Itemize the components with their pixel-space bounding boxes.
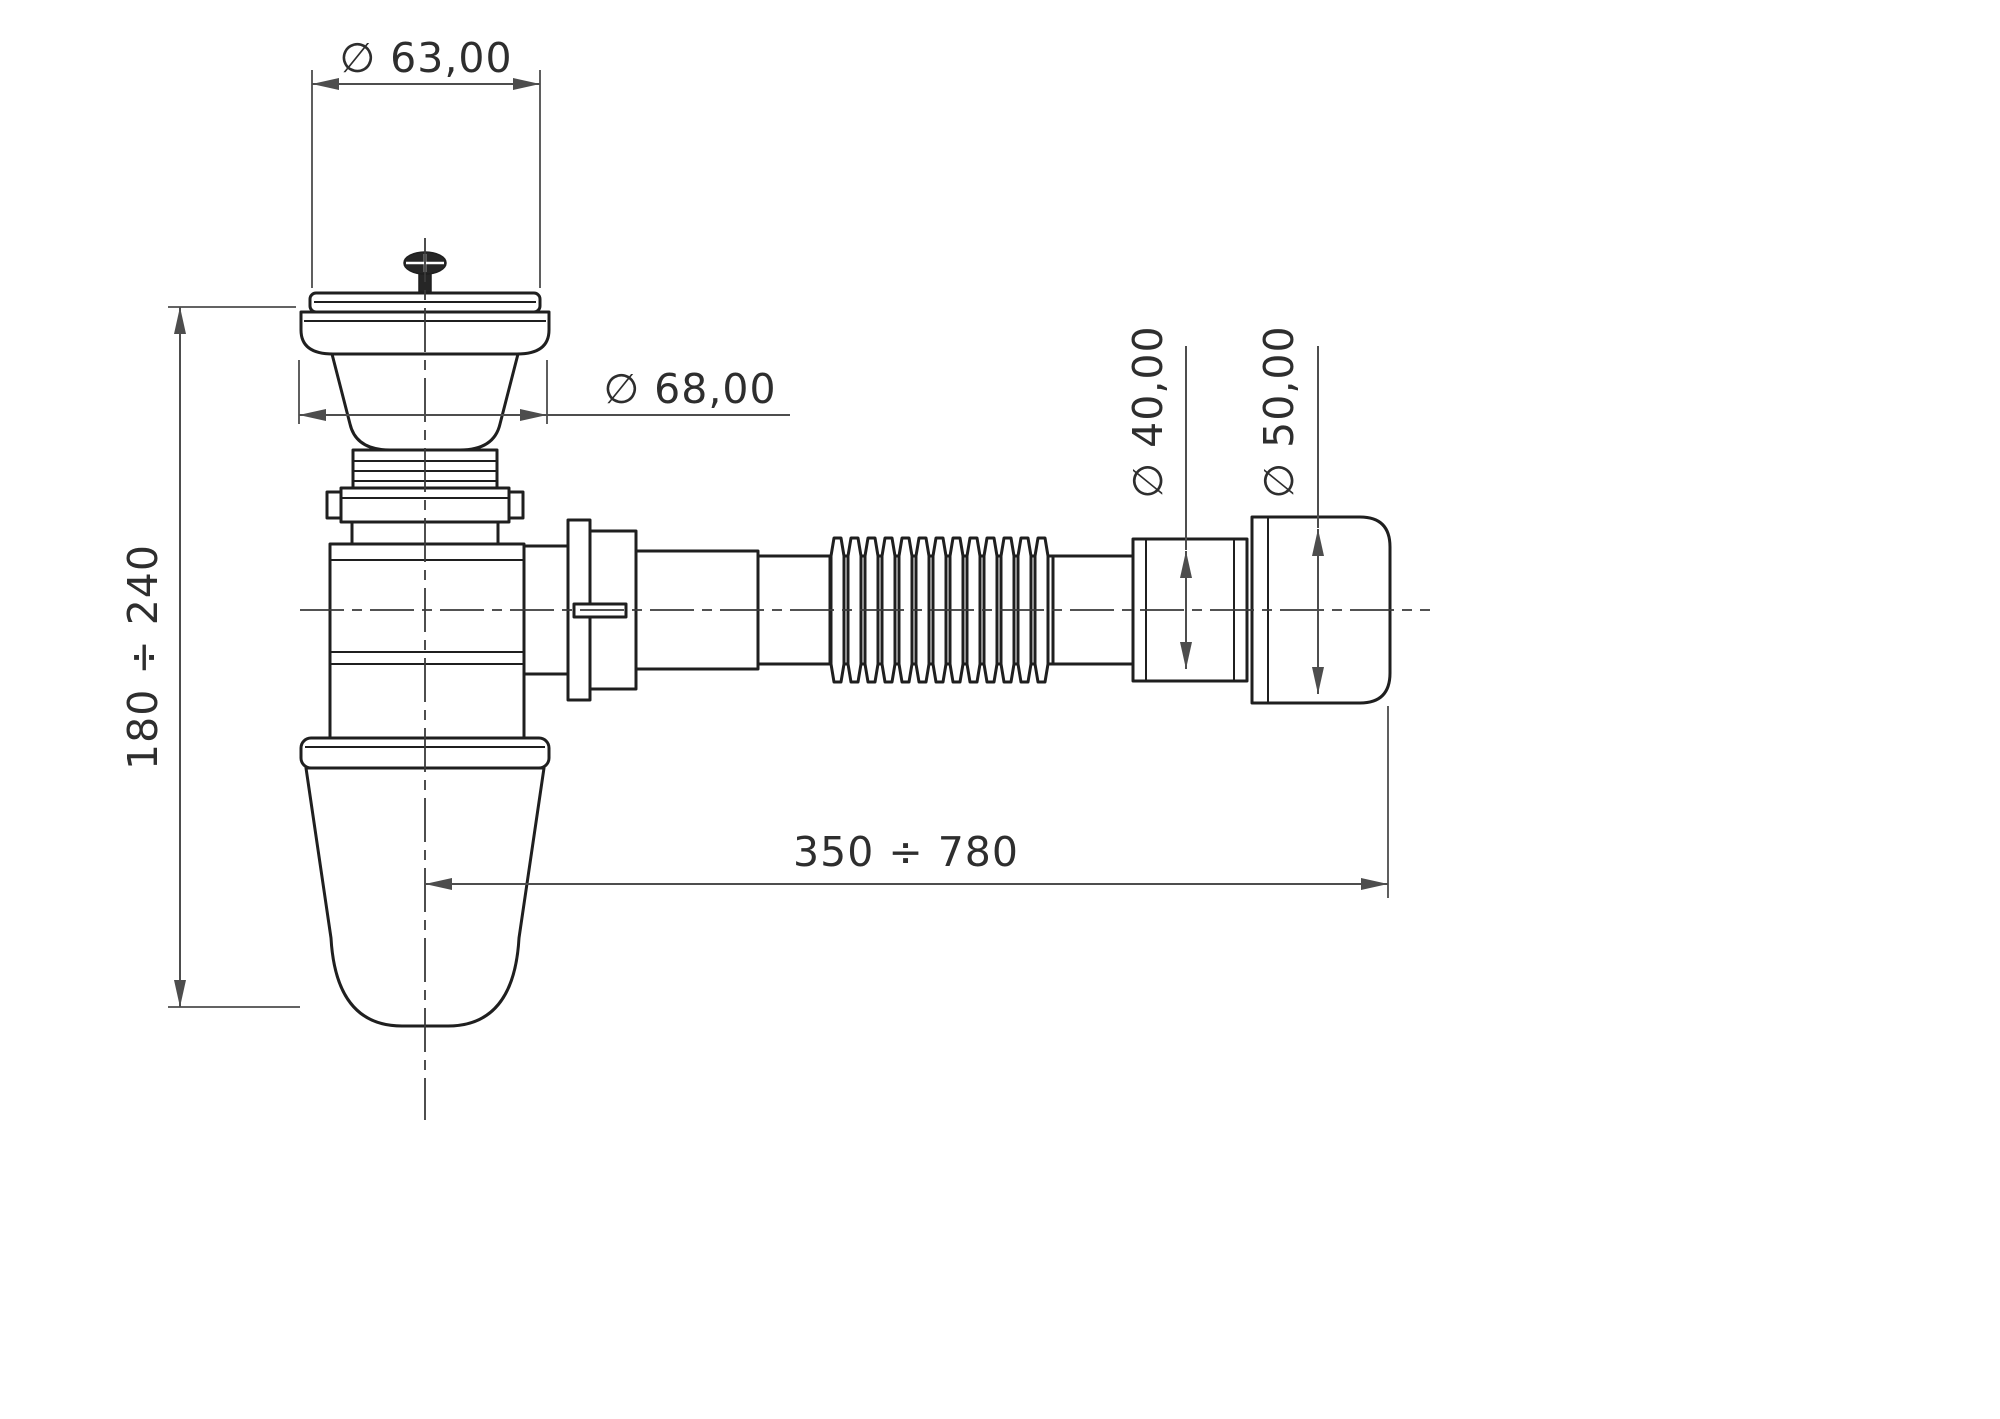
dim-height-range: 180 ÷ 240 — [119, 306, 300, 1008]
dim-length-range: 350 ÷ 780 — [425, 706, 1389, 898]
dim-label-height-range: 180 ÷ 240 — [119, 544, 167, 770]
dim-pipe-40: ∅ 40,00 — [1124, 325, 1192, 669]
dim-label-length-range: 350 ÷ 780 — [793, 828, 1019, 876]
dim-flange-diameter: ∅ 68,00 — [298, 360, 790, 424]
dim-label-dia-63: ∅ 63,00 — [339, 34, 512, 82]
sink-flange-top-plate — [308, 291, 542, 314]
dim-label-dia-40: ∅ 40,00 — [1124, 325, 1172, 498]
trap-upper-body — [328, 542, 526, 742]
dim-pipe-50: ∅ 50,00 — [1255, 325, 1324, 694]
dim-label-dia-68: ∅ 68,00 — [603, 365, 776, 413]
dim-label-dia-50: ∅ 50,00 — [1255, 325, 1303, 498]
dim-top-diameter: ∅ 63,00 — [311, 34, 541, 288]
